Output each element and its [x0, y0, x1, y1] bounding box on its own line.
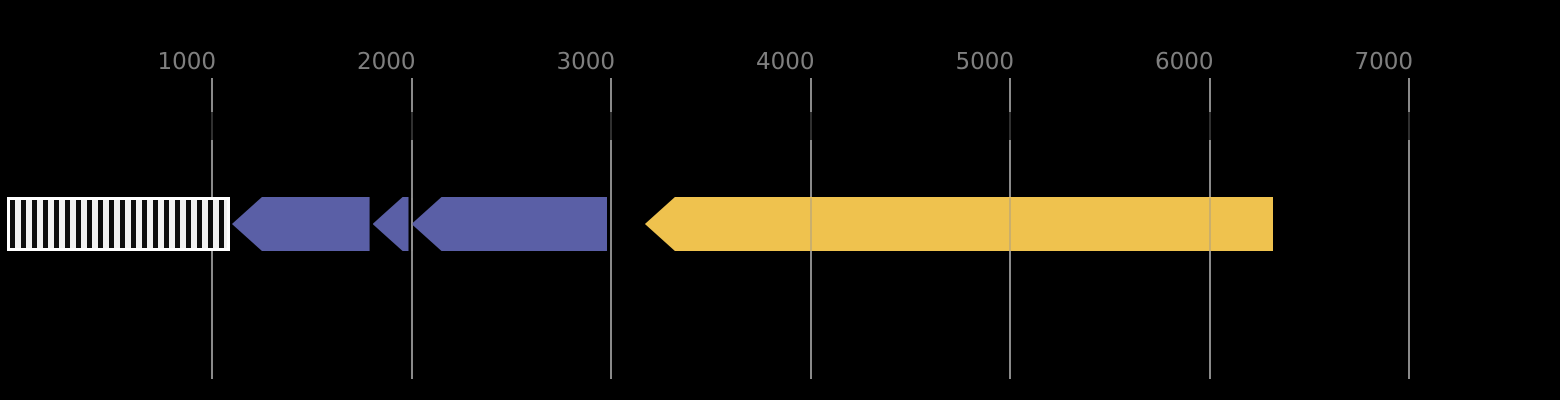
axis-tick-label: 2000: [356, 49, 416, 75]
gridline-overlay-tick: [410, 198, 413, 251]
gene-arrow-2: [372, 197, 409, 251]
axis-tick-label: 7000: [1354, 49, 1413, 75]
axis-tick-label: 1000: [157, 49, 216, 75]
axis-tick-label: 6000: [1154, 49, 1214, 75]
axis-tick-label: 3000: [556, 49, 615, 75]
gridline-overlay-tick: [1208, 198, 1211, 251]
gridline-overlay-tick: [809, 198, 812, 251]
gridline: [410, 78, 413, 379]
gene-arrow-1: [231, 197, 370, 251]
hatched-feature: [6, 197, 230, 251]
gridline: [610, 78, 612, 379]
axis-tick-label: 4000: [755, 49, 815, 75]
gene-arrow-3: [411, 197, 607, 251]
axis-tick-label: 5000: [955, 49, 1014, 75]
gridline-overlay-tick: [1009, 198, 1011, 251]
gene-arrow-4: [644, 197, 1274, 251]
gridline: [1408, 78, 1410, 379]
